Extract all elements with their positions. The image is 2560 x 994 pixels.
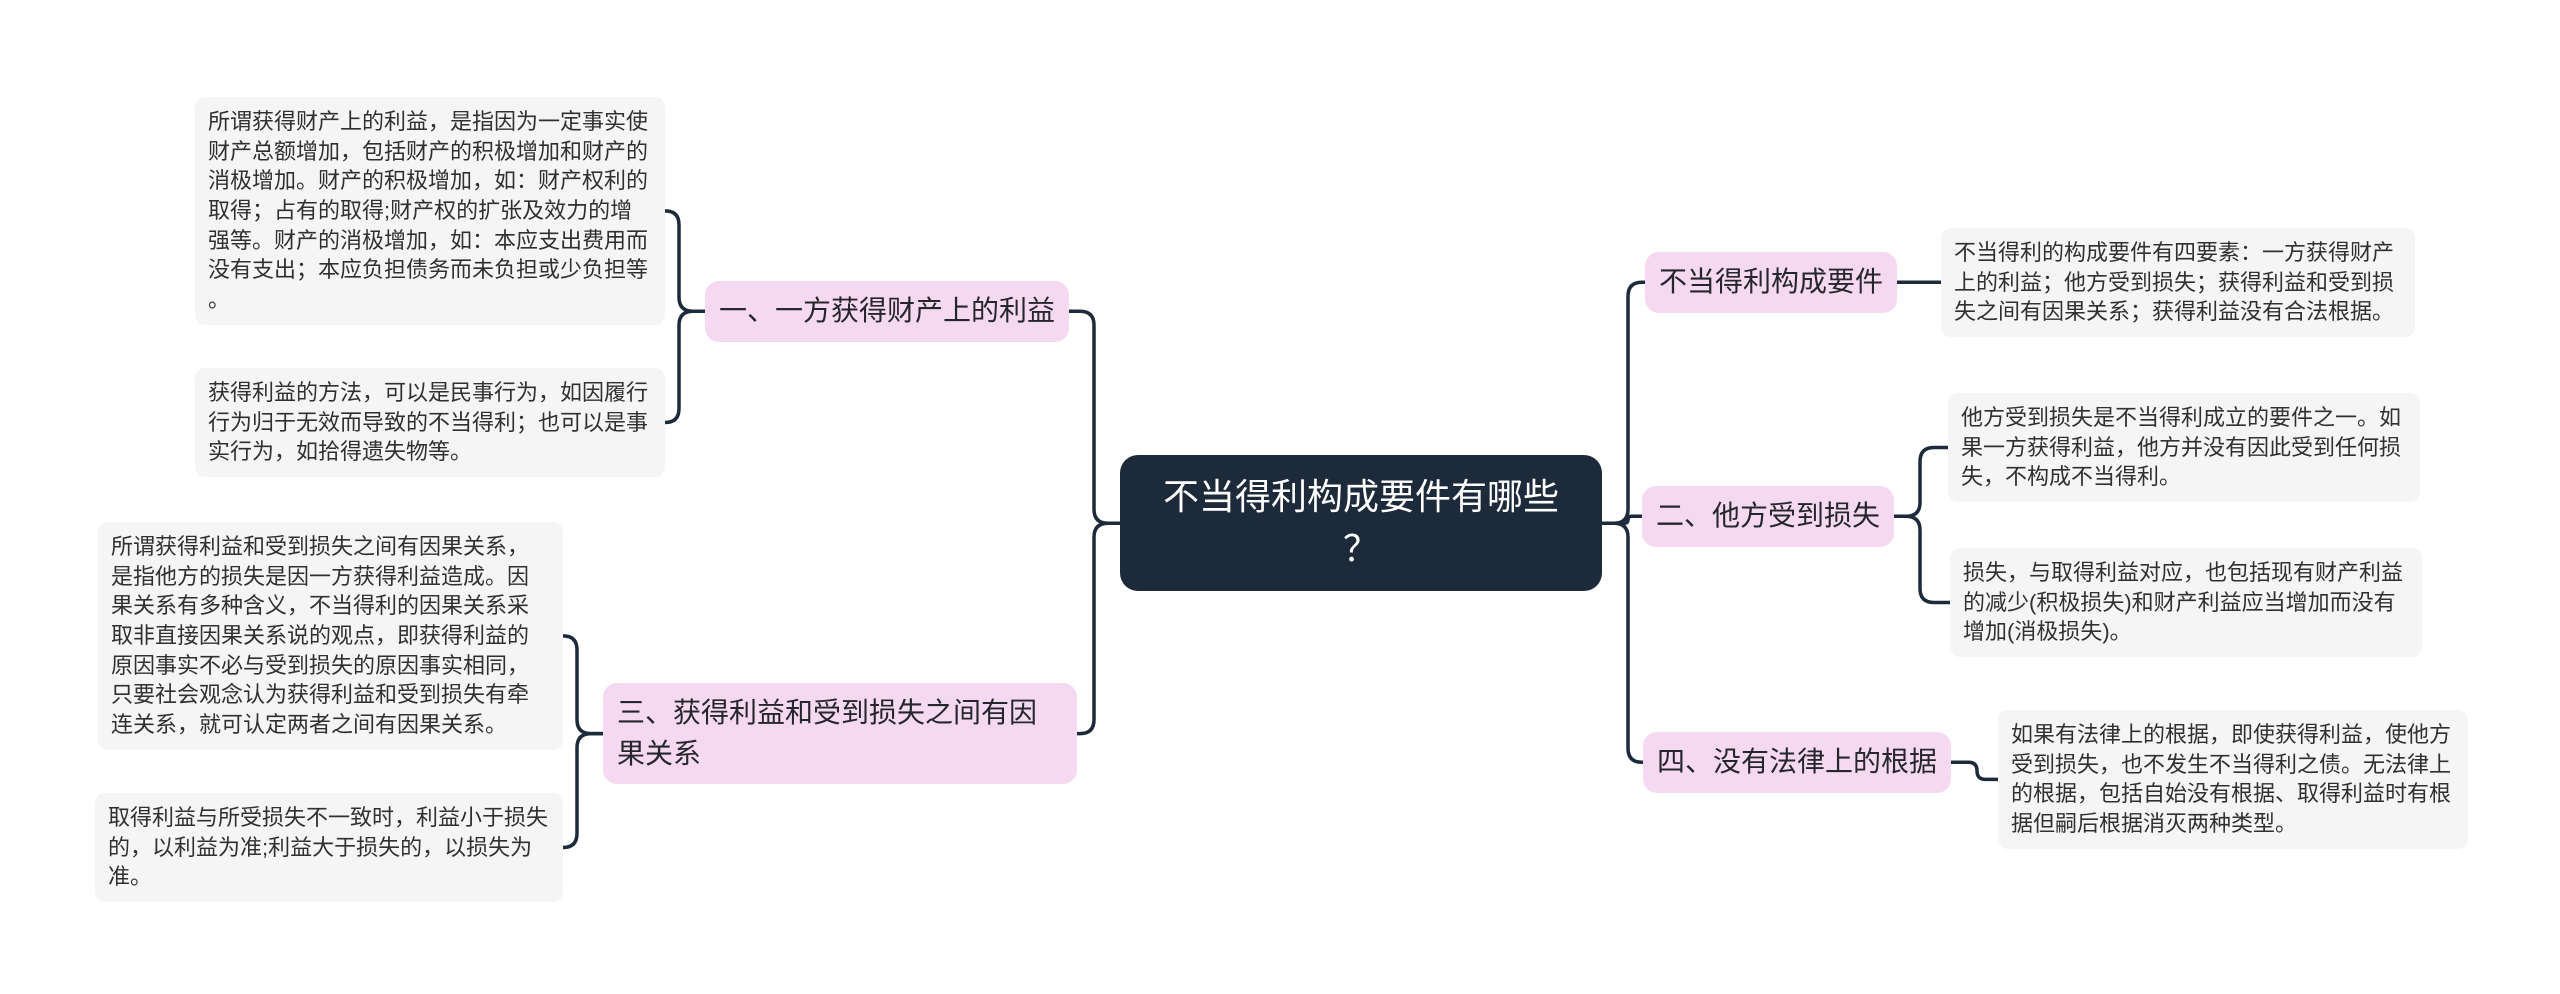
connector-line	[561, 634, 605, 736]
connector-line	[1949, 760, 2000, 782]
note-benefit-methods[interactable]: 获得利益的方法，可以是民事行为，如因履行行为归于无效而导致的不当得利；也可以是事…	[195, 368, 665, 478]
connector-line	[1600, 521, 1645, 765]
topic-one-party-gains-benefit[interactable]: 一、一方获得财产上的利益	[705, 281, 1070, 342]
note-benefit-loss-mismatch[interactable]: 取得利益与所受损失不一致时，利益小于损失的，以利益为准;利益大于损失的，以损失为…	[95, 793, 563, 903]
connector-line	[1892, 514, 1952, 605]
mindmap-root-node[interactable]: 不当得利构成要件有哪些？	[1120, 455, 1602, 592]
topic-constituent-elements[interactable]: 不当得利构成要件	[1645, 252, 1898, 313]
note-no-legal-basis-explanation[interactable]: 如果有法律上的根据，即使获得利益，使他方受到损失，也不发生不当得利之债。无法律上…	[1998, 710, 2468, 849]
note-loss-requirement[interactable]: 他方受到损失是不当得利成立的要件之一。如果一方获得利益，他方并没有因此受到任何损…	[1948, 393, 2420, 503]
note-loss-types[interactable]: 损失，与取得利益对应，也包括现有财产利益的减少(积极损失)和财产利益应当增加而没…	[1950, 548, 2422, 658]
connector-line	[1067, 309, 1122, 525]
connector-line	[663, 309, 707, 425]
topic-no-legal-basis[interactable]: 四、没有法律上的根据	[1643, 732, 1952, 793]
connector-line	[561, 731, 605, 850]
note-causation-definition[interactable]: 所谓获得利益和受到损失之间有因果关系，是指他方的损失是因一方获得利益造成。因果关…	[98, 522, 563, 750]
connector-line	[1600, 514, 1644, 525]
topic-other-party-suffers-loss[interactable]: 二、他方受到损失	[1642, 486, 1895, 547]
connector-line	[1600, 280, 1647, 525]
connector-line	[663, 209, 707, 314]
connector-line	[1892, 445, 1950, 519]
connector-line	[1075, 521, 1122, 736]
note-four-elements[interactable]: 不当得利的构成要件有四要素：一方获得财产上的利益；他方受到损失；获得利益和受到损…	[1941, 228, 2415, 338]
note-benefit-definition[interactable]: 所谓获得财产上的利益，是指因为一定事实使财产总额增加，包括财产的积极增加和财产的…	[195, 97, 665, 325]
topic-causation-between-gain-and-loss[interactable]: 三、获得利益和受到损失之间有因果关系	[603, 683, 1077, 785]
